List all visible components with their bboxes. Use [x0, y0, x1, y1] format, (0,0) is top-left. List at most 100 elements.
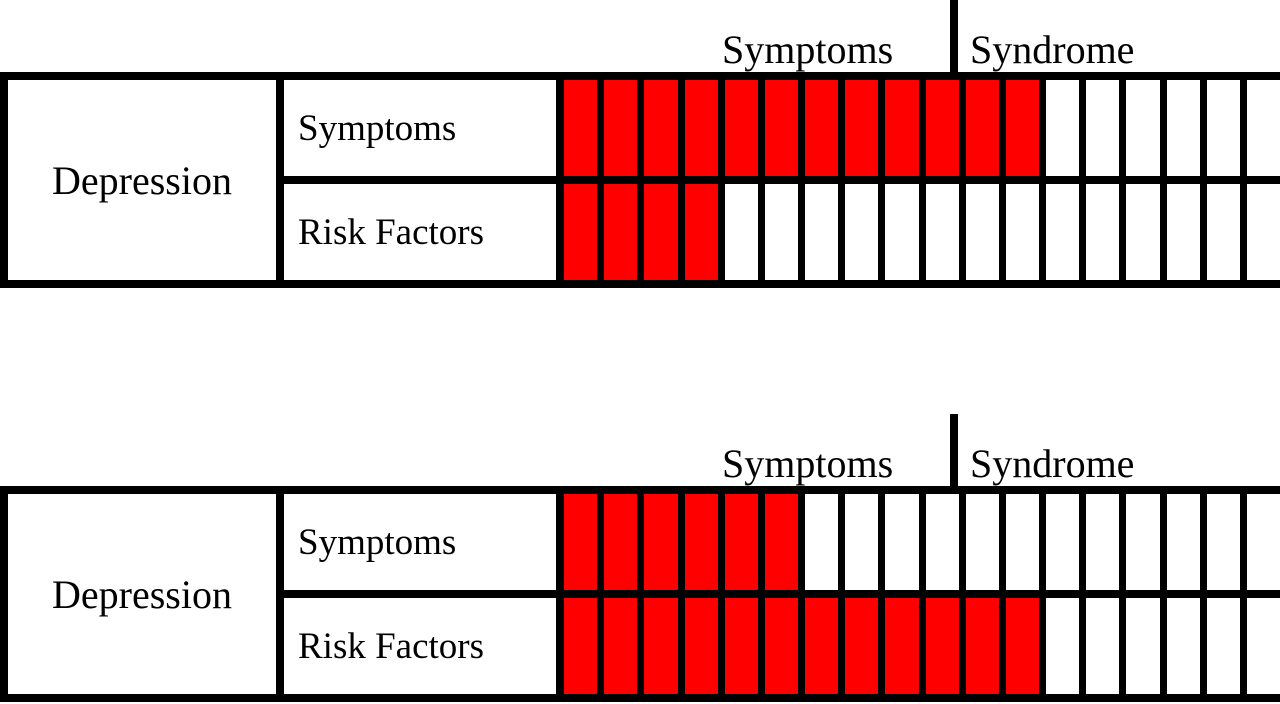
cell-empty — [845, 494, 879, 590]
panel-1-table: Depression Symptoms Risk Factors — [0, 72, 1280, 288]
table-row: Symptoms — [284, 80, 1280, 176]
cell-filled — [564, 494, 598, 590]
cell-empty — [724, 184, 758, 280]
cell-filled — [564, 80, 598, 176]
cell-filled — [564, 184, 598, 280]
cell-empty — [805, 184, 839, 280]
scale-label-symptoms: Symptoms — [722, 27, 894, 72]
cell-filled — [604, 80, 638, 176]
cell-empty — [1166, 184, 1200, 280]
cell-filled — [965, 598, 999, 694]
cell-filled — [684, 80, 718, 176]
cell-empty — [1166, 80, 1200, 176]
cell-filled — [885, 80, 919, 176]
cell-empty — [1246, 598, 1280, 694]
cell-filled — [925, 598, 959, 694]
cell-empty — [1086, 80, 1120, 176]
cell-filled — [764, 80, 799, 176]
cell-filled — [764, 598, 799, 694]
cell-filled — [644, 494, 678, 590]
cell-empty — [1126, 80, 1160, 176]
cell-filled — [724, 80, 758, 176]
panel-1-scale-header: Symptoms Syndrome — [0, 0, 1280, 72]
cell-empty — [1046, 80, 1080, 176]
cell-filled — [1005, 80, 1040, 176]
cell-empty — [1246, 80, 1280, 176]
cell-filled — [805, 598, 839, 694]
cell-empty — [1086, 494, 1120, 590]
cell-filled — [805, 80, 839, 176]
cell-empty — [1206, 80, 1240, 176]
panel-1-rows: Symptoms Risk Factors — [284, 80, 1280, 280]
cell-filled — [604, 598, 638, 694]
cell-filled — [764, 494, 799, 590]
cell-empty — [1206, 184, 1240, 280]
row-label-symptoms: Symptoms — [284, 494, 556, 590]
cell-filled — [644, 598, 678, 694]
row-label-risk-factors: Risk Factors — [284, 184, 556, 280]
scale-label-syndrome: Syndrome — [970, 27, 1135, 72]
cell-empty — [1166, 598, 1200, 694]
scale-label-symptoms: Symptoms — [722, 441, 894, 486]
cell-empty — [764, 184, 799, 280]
row-label-symptoms: Symptoms — [284, 80, 556, 176]
cell-filled — [1005, 598, 1040, 694]
cell-empty — [1046, 184, 1080, 280]
cell-filled — [925, 80, 959, 176]
cell-filled — [684, 184, 718, 280]
row-cells-symptoms — [564, 494, 1280, 590]
scale-divider-tick — [950, 0, 958, 72]
cell-filled — [604, 494, 638, 590]
cell-empty — [965, 184, 999, 280]
row-cells-risk-factors — [564, 184, 1280, 280]
cell-filled — [564, 598, 598, 694]
panel-1-group-label: Depression — [8, 80, 276, 280]
cell-empty — [1046, 598, 1080, 694]
row-cells-risk-factors — [564, 598, 1280, 694]
depression-panel-1: Symptoms Syndrome Depression Symptoms Ri… — [0, 0, 1280, 288]
depression-panel-2: Symptoms Syndrome Depression Symptoms Ri… — [0, 414, 1280, 702]
cell-empty — [1206, 598, 1240, 694]
cell-empty — [965, 494, 999, 590]
cell-empty — [885, 494, 919, 590]
cell-empty — [925, 494, 959, 590]
cell-filled — [644, 80, 678, 176]
table-row: Risk Factors — [284, 598, 1280, 694]
cell-empty — [1126, 184, 1160, 280]
cell-empty — [1126, 494, 1160, 590]
cell-empty — [1086, 184, 1120, 280]
cell-filled — [724, 598, 758, 694]
cell-filled — [604, 184, 638, 280]
cell-empty — [1046, 494, 1080, 590]
panel-2-scale-header: Symptoms Syndrome — [0, 414, 1280, 486]
cell-empty — [1246, 494, 1280, 590]
cell-filled — [724, 494, 758, 590]
cell-empty — [1126, 598, 1160, 694]
row-label-risk-factors: Risk Factors — [284, 598, 556, 694]
scale-label-syndrome: Syndrome — [970, 441, 1135, 486]
scale-divider-tick — [950, 414, 958, 486]
cell-empty — [1005, 494, 1040, 590]
cell-empty — [845, 184, 879, 280]
cell-filled — [644, 184, 678, 280]
row-cells-symptoms — [564, 80, 1280, 176]
cell-filled — [965, 80, 999, 176]
cell-empty — [1166, 494, 1200, 590]
cell-empty — [1086, 598, 1120, 694]
cell-empty — [885, 184, 919, 280]
panel-2-table: Depression Symptoms Risk Factors — [0, 486, 1280, 702]
table-row: Risk Factors — [284, 184, 1280, 280]
table-row: Symptoms — [284, 494, 1280, 590]
cell-empty — [1246, 184, 1280, 280]
cell-empty — [805, 494, 839, 590]
panel-2-group-label: Depression — [8, 494, 276, 694]
cell-filled — [885, 598, 919, 694]
cell-filled — [684, 494, 718, 590]
cell-filled — [684, 598, 718, 694]
panel-2-rows: Symptoms Risk Factors — [284, 494, 1280, 694]
cell-empty — [1005, 184, 1040, 280]
cell-filled — [845, 80, 879, 176]
cell-empty — [925, 184, 959, 280]
cell-empty — [1206, 494, 1240, 590]
